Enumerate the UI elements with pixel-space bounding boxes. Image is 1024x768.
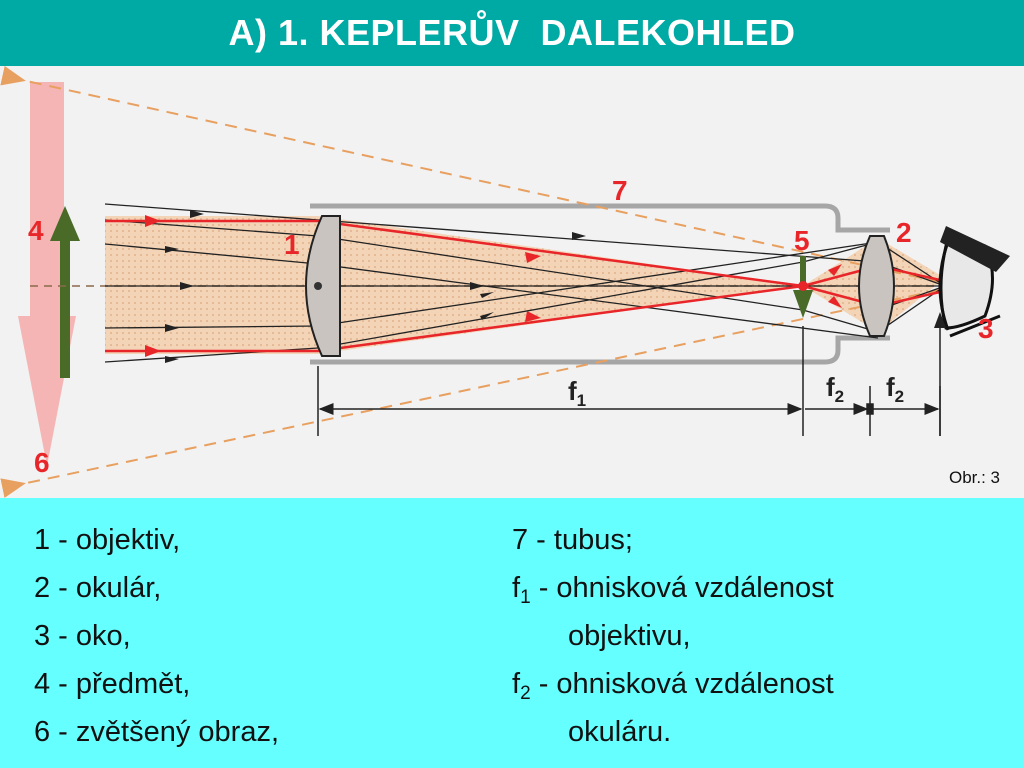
legend-left: 1 - objektiv, 2 - okulár, 3 - oko, 4 - p… bbox=[34, 516, 279, 756]
label-6: 6 bbox=[34, 447, 50, 478]
tube bbox=[310, 203, 890, 365]
legend-item-f2: f2 - ohnisková vzdálenost bbox=[512, 668, 834, 704]
eyepiece-lens bbox=[858, 235, 895, 337]
legend-item-object: 4 - předmět, bbox=[34, 668, 191, 700]
legend-item-f1-cont: objektivu, bbox=[568, 620, 691, 652]
object-arrow bbox=[50, 206, 80, 378]
intermediate-image-arrow bbox=[793, 256, 813, 318]
legend-item-tube: 7 - tubus; bbox=[512, 524, 633, 556]
label-2: 2 bbox=[896, 217, 912, 248]
dashed-line-top bbox=[0, 66, 941, 283]
eye-icon bbox=[938, 226, 1010, 338]
dimension-lines bbox=[317, 326, 941, 436]
red-ray-arrows bbox=[145, 215, 842, 357]
label-4: 4 bbox=[28, 215, 44, 246]
dim-f2-objective-side: f2 bbox=[826, 372, 844, 406]
light-beam-objective bbox=[105, 216, 803, 354]
objective-lens bbox=[305, 215, 341, 357]
label-7: 7 bbox=[612, 175, 628, 206]
telescope-diagram: 4 1 7 5 2 3 6 f1 f2 f2 Obr.: 3 bbox=[0, 66, 1024, 498]
black-ray-arrows bbox=[165, 210, 586, 363]
page-title: A) 1. KEPLERŮV DALEKOHLED bbox=[228, 12, 796, 53]
label-5: 5 bbox=[794, 225, 810, 256]
label-3: 3 bbox=[978, 313, 994, 344]
title-bar: A) 1. KEPLERŮV DALEKOHLED bbox=[0, 0, 1024, 66]
label-1: 1 bbox=[284, 229, 300, 260]
legend-item-f2-cont: okuláru. bbox=[568, 716, 672, 748]
dim-f2-eye-side: f2 bbox=[886, 372, 904, 406]
legend-item-f1: f1 - ohnisková vzdálenost bbox=[512, 572, 834, 608]
legend-item-image: 6 - zvětšený obraz, bbox=[34, 716, 279, 748]
legend-right: 7 - tubus; f1 - ohnisková vzdálenost obj… bbox=[512, 516, 834, 756]
dim-f1: f1 bbox=[568, 376, 586, 410]
legend-item-eyepiece: 2 - okulár, bbox=[34, 572, 162, 604]
legend-item-objective: 1 - objektiv, bbox=[34, 524, 181, 556]
legend-item-eye: 3 - oko, bbox=[34, 620, 131, 652]
figure-caption: Obr.: 3 bbox=[948, 468, 1000, 487]
diagram-svg: 4 1 7 5 2 3 6 f1 f2 f2 bbox=[0, 66, 1010, 498]
dashed-line-bottom bbox=[0, 289, 941, 498]
red-rays bbox=[105, 219, 941, 353]
